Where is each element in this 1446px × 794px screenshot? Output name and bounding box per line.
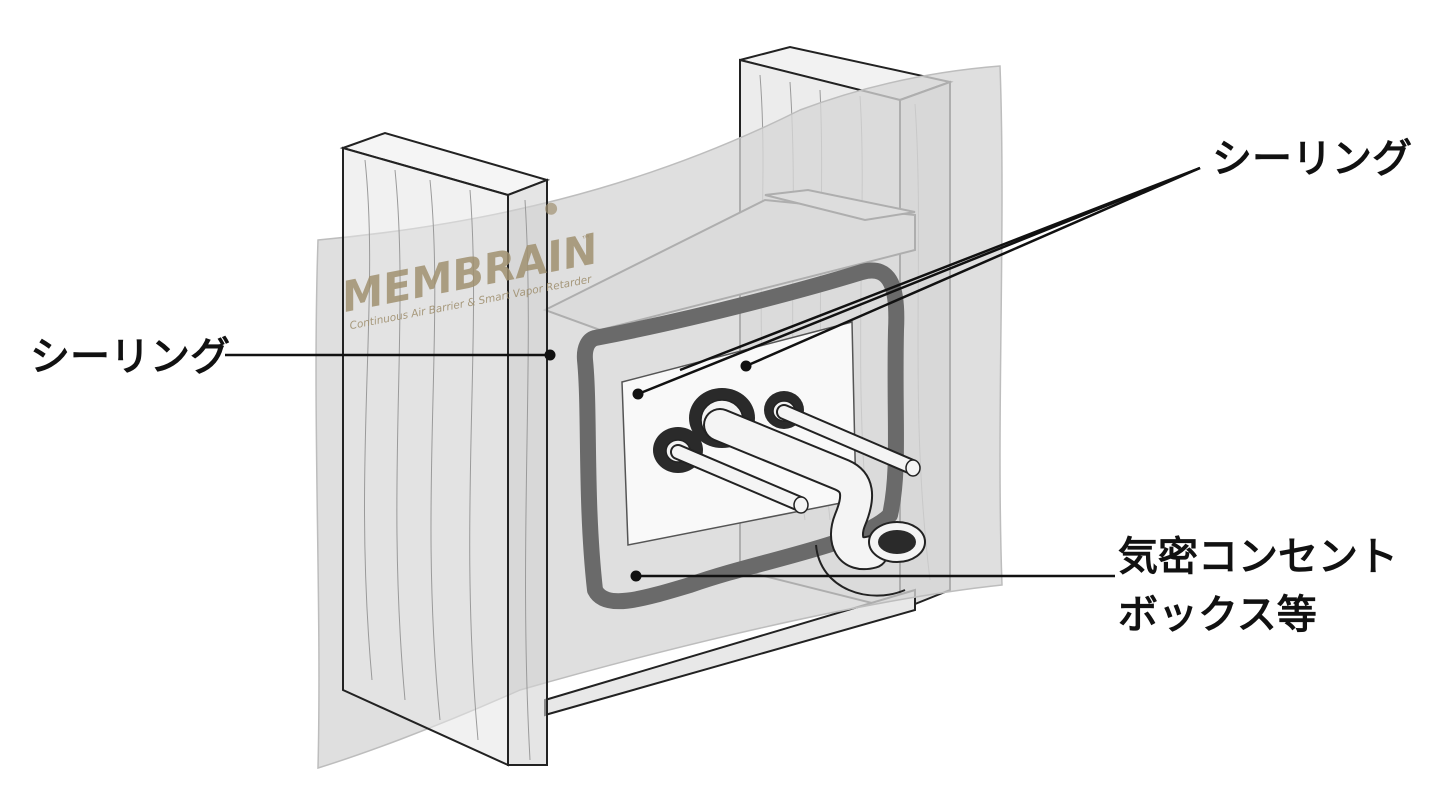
label-sealing-left: シーリング — [30, 334, 230, 380]
label-outlet-box-line2: ボックス等 — [1118, 592, 1317, 638]
leader-dot-bottom — [630, 570, 642, 582]
leader-dots — [544, 349, 752, 582]
leader-dot-top-1 — [632, 388, 644, 400]
leader-dot-top-3 — [740, 360, 752, 372]
logo-mark-icon — [545, 202, 558, 215]
label-sealing-top-right: シーリング — [1212, 136, 1412, 182]
leader-dot-left — [544, 349, 556, 361]
cable-right — [776, 404, 921, 477]
cable-left — [670, 444, 809, 514]
brand-trademark: ™ — [581, 234, 593, 247]
leader-top-2 — [679, 166, 1201, 372]
pipe-and-trap — [703, 408, 926, 597]
label-outlet-box-line1: 気密コンセント — [1118, 534, 1398, 580]
leader-lines — [225, 166, 1201, 578]
left-stud — [339, 131, 551, 767]
leader-top-3 — [745, 166, 1201, 368]
